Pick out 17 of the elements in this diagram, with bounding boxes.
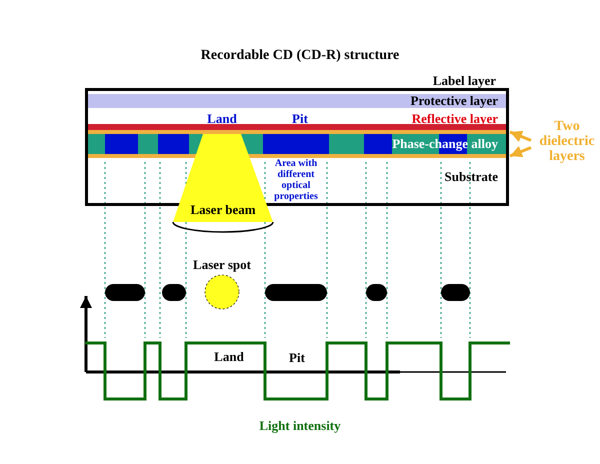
beam-label: Laser beam [190,203,256,217]
signal-label: Pit [289,351,305,365]
layer-label: Protective layer [410,94,498,108]
layer-label: Label layer [432,74,496,88]
layer-label: Reflective layer [412,112,498,126]
spot-label: Laser spot [193,258,251,272]
leader-arrow [509,146,532,158]
annotation-text: Area with different optical properties [273,158,319,202]
title: Recordable CD (CD-R) structure [200,48,400,63]
axis-label: Light intensity [259,419,341,433]
callout-text: Two dielectric layers [535,119,599,164]
region-label: Pit [292,112,308,126]
dielectric-layer-band [87,130,507,134]
signal-label: Land [214,350,244,364]
leader-arrow [509,130,532,142]
layer-label: Substrate [444,170,498,184]
region-label: Land [207,112,237,126]
